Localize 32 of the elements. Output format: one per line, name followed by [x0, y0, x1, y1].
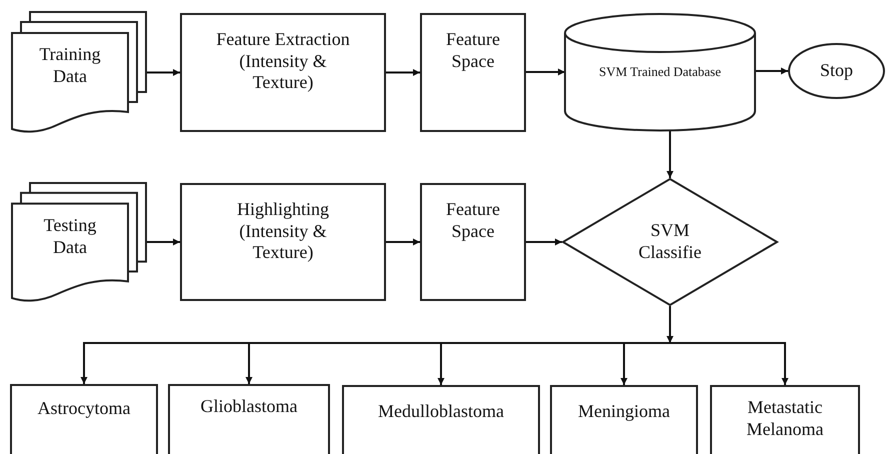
node-label: Medulloblastoma — [377, 401, 505, 423]
node-label: Feature Space — [445, 29, 501, 72]
node-label: Feature Extraction (Intensity & Texture) — [215, 29, 351, 94]
process-box — [710, 385, 860, 454]
arrow — [666, 306, 674, 343]
arrow — [146, 238, 180, 246]
node-label: Stop — [818, 60, 854, 82]
process-box — [342, 385, 540, 454]
arrow — [526, 238, 562, 246]
node-label: SVM Classifie — [638, 220, 702, 264]
arrow — [755, 68, 788, 74]
process-box — [420, 13, 526, 132]
arrow — [666, 131, 674, 178]
process-box — [550, 385, 698, 454]
arrow — [526, 68, 565, 76]
node-label: Training Data — [38, 44, 102, 88]
node-label: Testing Data — [42, 215, 98, 258]
node-label: Meningioma — [577, 401, 671, 423]
process-box — [10, 384, 158, 454]
process-box — [180, 183, 386, 301]
node-label: Highlighting (Intensity & Texture) — [236, 199, 330, 264]
node-label: Astrocytoma — [36, 398, 132, 420]
node-label: SVM Trained Database — [598, 64, 722, 80]
process-box — [168, 384, 330, 454]
arrow — [386, 69, 420, 76]
process-box — [420, 183, 526, 301]
arrow — [386, 238, 420, 246]
arrow — [146, 69, 180, 76]
node-label: Metastatic Melanoma — [746, 397, 824, 440]
node-label: Feature Space — [445, 199, 501, 242]
node-label: Glioblastoma — [200, 396, 298, 418]
process-box — [180, 13, 386, 132]
